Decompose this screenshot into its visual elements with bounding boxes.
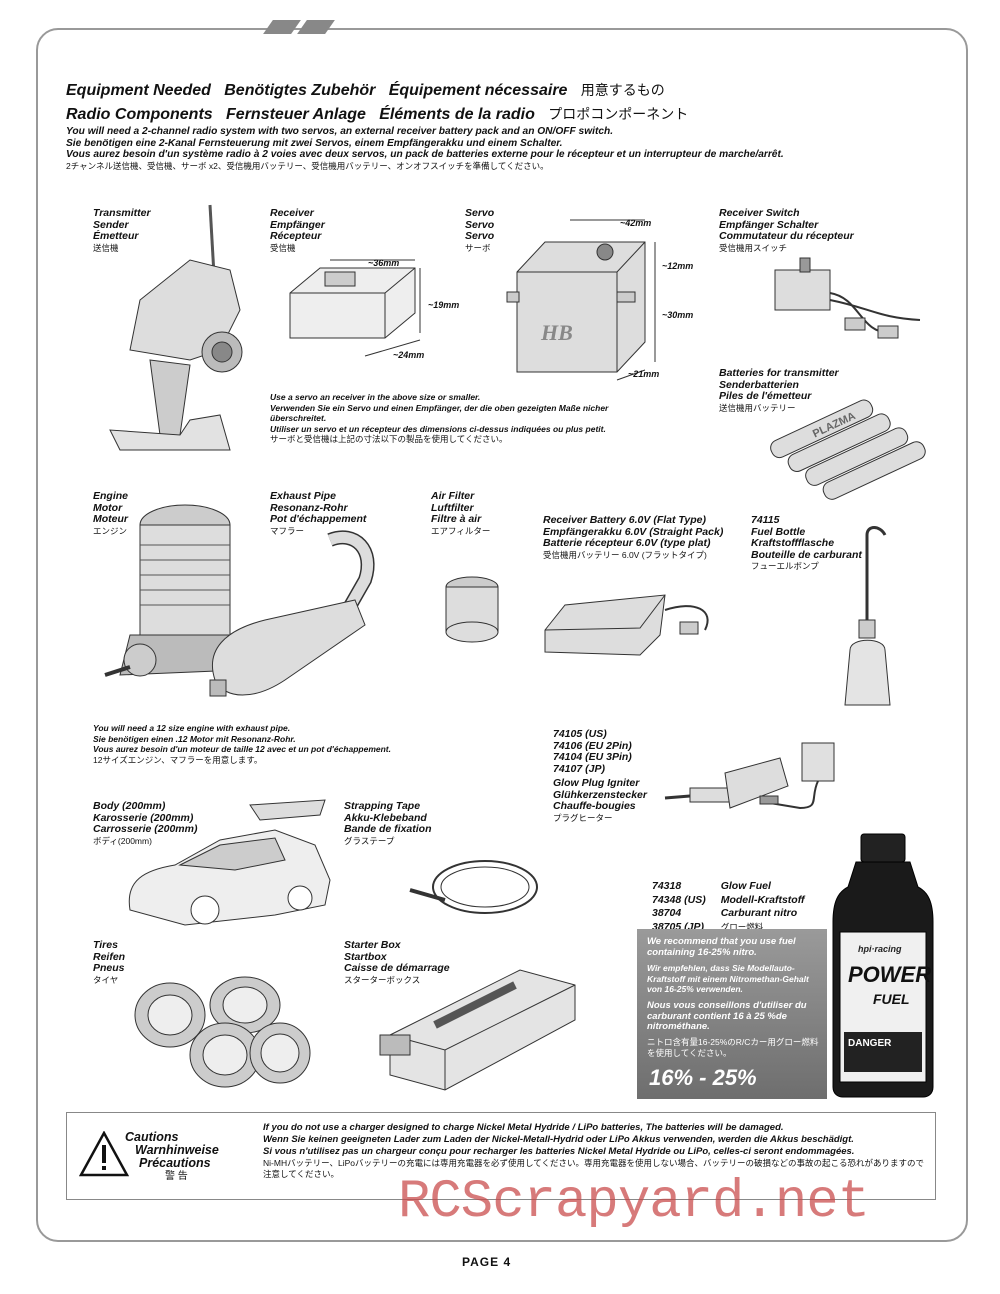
- title-radio-components: Radio Components Fernsteuer Anlage Éléme…: [66, 106, 689, 123]
- watermark: RCScrapyard.net: [398, 1172, 870, 1233]
- servo-height-dim: ~30mm: [662, 310, 694, 320]
- glow-igniter-illustration: [664, 742, 835, 810]
- servo-illustration: HB: [506, 219, 656, 381]
- fuel-bottle-illustration: [844, 526, 891, 706]
- label-glow-codes: 74105 (US)74106 (EU 2Pin)74104 (EU 3Pin)…: [553, 728, 632, 775]
- title-equipment-needed: Equipment Needed Benötigtes Zubehör Équi…: [66, 82, 665, 99]
- exhaust-illustration: [209, 530, 375, 697]
- power-fuel-bottle: hpi·racing POWER FUEL DANGER: [832, 833, 934, 1098]
- servo-size-note: Use a servo an receiver in the above siz…: [270, 392, 609, 444]
- tx-batteries-illustration: PLAZMA: [770, 399, 926, 500]
- transmitter-illustration: [109, 204, 243, 451]
- bottle-fuel: FUEL: [873, 991, 910, 1007]
- starter-box-illustration: [379, 969, 576, 1091]
- engine-note: You will need a 12 size engine with exha…: [93, 723, 391, 765]
- receiver-illustration: [289, 259, 421, 357]
- bottle-warning: DANGER: [848, 1038, 892, 1049]
- fuel-recommendation-box: We recommend that you use fuel containin…: [637, 929, 827, 1099]
- receiver-switch-illustration: [774, 257, 921, 339]
- warning-icon: [79, 1131, 129, 1177]
- bottle-brand: hpi·racing: [858, 944, 902, 954]
- servo-logo: HB: [540, 320, 573, 345]
- caution-text: If you do not use a charger designed to …: [263, 1122, 925, 1179]
- body-shell-illustration: [128, 799, 331, 926]
- servo-length-dim: ~42mm: [620, 218, 652, 228]
- tires-illustration: [134, 976, 311, 1088]
- servo-width-dim: ~12mm: [662, 261, 694, 271]
- bottle-power: POWER: [848, 962, 931, 987]
- page-number: PAGE 4: [462, 1255, 512, 1269]
- receiver-length-dim: ~36mm: [368, 258, 400, 268]
- rx-battery-illustration: [544, 594, 709, 656]
- tape-roll-illustration: [409, 860, 538, 914]
- servo-depth-dim: ~21mm: [628, 369, 660, 379]
- label-rx-battery: Receiver Battery 6.0V (Flat Type)Empfäng…: [543, 514, 724, 560]
- engine-illustration: [104, 504, 241, 677]
- radio-intro-text: You will need a 2-channel radio system w…: [66, 126, 784, 171]
- receiver-height-dim: ~19mm: [428, 300, 460, 310]
- receiver-width-dim: ~24mm: [393, 350, 425, 360]
- air-filter-illustration: [445, 576, 499, 643]
- label-body: Body (200mm)Karosserie (200mm)Carrosseri…: [93, 800, 198, 846]
